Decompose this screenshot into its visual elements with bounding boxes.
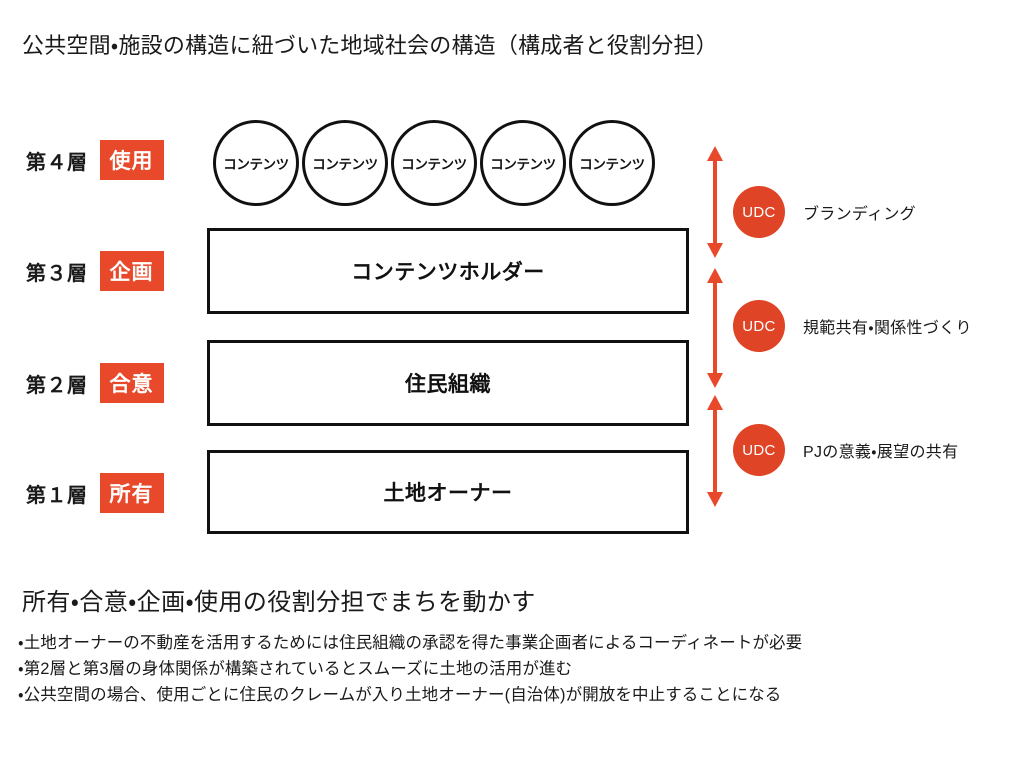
udc-badge-icon: UDC: [733, 300, 785, 352]
layer-name-3: 第３層: [26, 262, 88, 285]
layer-box-label: 住民組織: [405, 373, 491, 396]
summary-bullet: ・公共空間の場合、使用ごとに住民のクレームが入り土地オーナー(自治体)が開放を中…: [18, 686, 782, 704]
page-title: 公共空間・施設の構造に紐づいた地域社会の構造（構成者と役割分担）: [22, 33, 718, 58]
summary-heading: 所有・合意・企画・使用の役割分担でまちを動かす: [22, 589, 536, 616]
layer-name-1: 第１層: [26, 484, 88, 507]
content-circle-row: コンテンツ コンテンツ コンテンツ コンテンツ コンテンツ: [213, 120, 655, 206]
layer-label-row-3: 第３層 企画: [26, 249, 164, 293]
double-arrow-icon: [706, 395, 724, 507]
layer-chip-plan: 企画: [99, 251, 164, 291]
layer-box-label: コンテンツホルダー: [351, 261, 545, 284]
udc-marker-branding: UDC ブランディング: [733, 186, 916, 238]
summary-bullet: ・土地オーナーの不動産を活用するためには住民組織の承認を得た事業企画者によるコー…: [18, 634, 803, 652]
content-circle-label: コンテンツ: [490, 157, 556, 172]
content-circle-label: コンテンツ: [579, 157, 645, 172]
udc-marker-norm-sharing: UDC 規範共有・関係性づくり: [733, 300, 972, 352]
content-circle-label: コンテンツ: [223, 157, 289, 172]
layer-box-content-holder: コンテンツホルダー: [207, 228, 689, 314]
layer-box-resident-organization: 住民組織: [207, 340, 689, 426]
udc-badge-icon: UDC: [733, 424, 785, 476]
layer-box-label: 土地オーナー: [383, 482, 513, 505]
content-circle: コンテンツ: [213, 120, 299, 206]
double-arrow-icon: [706, 146, 724, 258]
content-circle: コンテンツ: [480, 120, 566, 206]
content-circle-label: コンテンツ: [401, 157, 467, 172]
udc-caption: ブランディング: [803, 206, 916, 223]
layer-chip-consent: 合意: [99, 363, 164, 403]
layer-chip-ownership: 所有: [99, 473, 164, 513]
double-arrow-icon: [706, 268, 724, 388]
layer-structure-diagram: 第４層 使用 第３層 企画 第２層 合意 第１層 所有 コンテンツ コンテンツ …: [26, 120, 972, 534]
udc-marker-project-vision: UDC PJの意義・展望の共有: [733, 424, 958, 476]
layer-name-4: 第４層: [26, 151, 88, 174]
content-circle: コンテンツ: [391, 120, 477, 206]
layer-box-land-owner: 土地オーナー: [207, 450, 689, 534]
udc-badge-icon: UDC: [733, 186, 785, 238]
content-circle-label: コンテンツ: [312, 157, 378, 172]
layer-name-2: 第２層: [26, 374, 88, 397]
udc-caption: PJの意義・展望の共有: [803, 444, 959, 461]
layer-chip-use: 使用: [99, 140, 164, 180]
layer-label-row-2: 第２層 合意: [26, 361, 164, 405]
layer-label-row-1: 第１層 所有: [26, 471, 164, 515]
content-circle: コンテンツ: [302, 120, 388, 206]
udc-caption: 規範共有・関係性づくり: [803, 320, 972, 337]
content-circle: コンテンツ: [569, 120, 655, 206]
summary-bullet-list: ・土地オーナーの不動産を活用するためには住民組織の承認を得た事業企画者によるコー…: [18, 630, 802, 708]
layer-label-row-4: 第４層 使用: [26, 138, 164, 182]
summary-bullet: ・第2層と第3層の身体関係が構築されているとスムーズに土地の活用が進む: [18, 660, 573, 678]
